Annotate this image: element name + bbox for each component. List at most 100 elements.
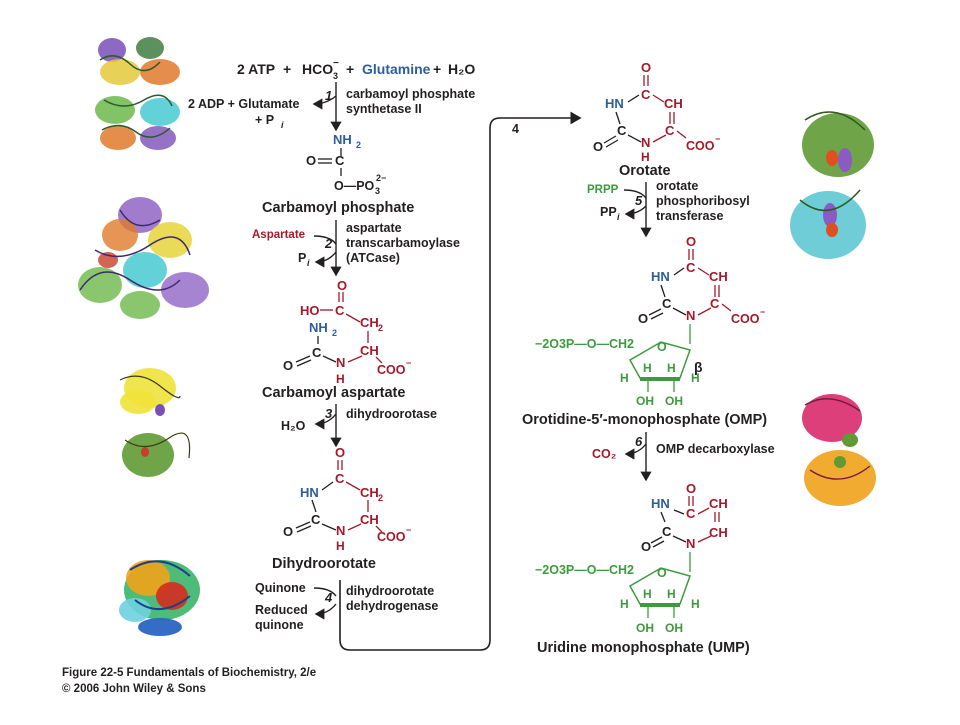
- step5-in-arrow: [623, 189, 647, 199]
- step5-enzyme-line1: orotate: [656, 179, 698, 193]
- dho-o-top: O: [335, 445, 345, 460]
- carbamoyl-phosphate-name: Carbamoyl phosphate: [262, 200, 414, 216]
- step2-in-arrow: [313, 235, 337, 245]
- ump-ch1: CH: [709, 496, 728, 511]
- step1-products-line2: + P: [255, 113, 274, 127]
- carbamoyl-aspartate-name: Carbamoyl aspartate: [262, 385, 405, 401]
- plus-3: +: [433, 61, 441, 77]
- step4-substrate: Quinone: [255, 581, 306, 595]
- ump-hn: HN: [651, 496, 670, 511]
- ump-h3: H: [667, 587, 676, 601]
- cp-o: O: [306, 153, 316, 168]
- step2-enzyme-line3: (ATCase): [346, 251, 400, 265]
- plus-1: +: [283, 61, 291, 77]
- omp-h3: H: [667, 361, 676, 375]
- step5-enzyme-line2: phosphoribosyl: [656, 194, 750, 208]
- step3-enzyme: dihydroorotase: [346, 407, 437, 421]
- glutamine-label: Glutamine: [362, 61, 431, 77]
- omp-coo-charge: −: [760, 307, 765, 317]
- ump-n: N: [686, 536, 695, 551]
- dihydroorotate-structure: O C HN CH 2 C O N H CH COO −: [283, 445, 411, 553]
- plus-2: +: [346, 61, 354, 77]
- oro-coo-charge: −: [715, 134, 720, 144]
- ump-h2: H: [643, 587, 652, 601]
- ca-ch2: CH: [360, 315, 379, 330]
- omp-name: Orotidine-5′-monophosphate (OMP): [522, 412, 767, 428]
- step1-products-line1: 2 ADP + Glutamate: [188, 97, 300, 111]
- ump-oh2: OH: [665, 621, 683, 635]
- step2-enzyme-line1: aspartate: [346, 221, 402, 235]
- step5-substrate: PRPP: [587, 184, 619, 196]
- ump-o-top: O: [686, 481, 696, 496]
- oro-coo: COO: [686, 139, 715, 153]
- dho-c-top: C: [335, 471, 345, 486]
- ca-nh-sub: 2: [332, 328, 337, 338]
- dho-coo-charge: −: [406, 525, 411, 535]
- oro-c-top: C: [641, 87, 651, 102]
- dho-ch2: CH: [360, 485, 379, 500]
- dho-c-left: C: [311, 512, 321, 527]
- omp-h1: H: [620, 371, 629, 385]
- ump-ring-o: O: [657, 566, 667, 580]
- step4-number: 4: [324, 590, 333, 605]
- step1-side-arrow: [312, 95, 337, 110]
- dihydroorotate-dehydrogenase-ribbon: [119, 560, 200, 636]
- ump-h1: H: [620, 597, 629, 611]
- dihydroorotate-name: Dihydroorotate: [272, 556, 376, 572]
- step6-release: CO₂: [592, 447, 616, 461]
- ump-oh1: OH: [636, 621, 654, 635]
- cp-c: C: [335, 153, 345, 168]
- dho-n: N: [336, 523, 345, 538]
- cp-po3-sub: 3: [375, 186, 380, 196]
- ca-c-left: C: [312, 345, 322, 360]
- step5-out-arrow: [624, 205, 647, 220]
- step2-enzyme-line2: transcarbamoylase: [346, 236, 460, 250]
- step1-enzyme-line1: carbamoyl phosphate: [346, 87, 475, 101]
- ca-o-left: O: [283, 358, 293, 373]
- oro-o-left: O: [593, 139, 603, 154]
- step4-product-line1: Reduced: [255, 603, 308, 617]
- step1-products-subscript: i: [281, 120, 284, 130]
- omp-hn: HN: [651, 269, 670, 284]
- hco3-subscript: 3: [333, 71, 338, 81]
- step2-release-sub: i: [307, 258, 310, 268]
- omp-o-top: O: [686, 234, 696, 249]
- figure-caption: Figure 22-5 Fundamentals of Biochemistry…: [62, 667, 316, 679]
- carbamoyl-aspartate-structure: O HO C CH 2 NH 2 C O N H CH COO −: [283, 278, 411, 386]
- omp-n: N: [686, 308, 695, 323]
- step6-number: 6: [635, 434, 643, 449]
- dho-coo: COO: [377, 530, 406, 544]
- step5-number: 5: [635, 193, 643, 208]
- ca-coo-charge: −: [406, 358, 411, 368]
- ca-h: H: [336, 372, 345, 386]
- hco3-charge: −: [333, 58, 339, 69]
- omp-c-left: C: [662, 296, 672, 311]
- step2-number: 2: [324, 236, 333, 251]
- orotate-structure: O C HN CH C O N H C COO −: [593, 60, 720, 164]
- substrates-line: 2 ATP + HCO 3 − + Glutamine + H₂O: [237, 58, 475, 81]
- ump-c-left: C: [662, 524, 672, 539]
- dho-o-left: O: [283, 524, 293, 539]
- omp-coo: COO: [731, 312, 760, 326]
- ump-name: Uridine monophosphate (UMP): [537, 640, 750, 656]
- oro-c-left: C: [617, 123, 627, 138]
- step6-enzyme: OMP decarboxylase: [656, 442, 775, 456]
- omp-c-right: C: [710, 296, 720, 311]
- ca-ch2-sub: 2: [378, 323, 383, 333]
- figure-copyright: © 2006 John Wiley & Sons: [62, 683, 206, 695]
- oro-h: H: [641, 150, 650, 164]
- omp-c-top: C: [686, 260, 696, 275]
- step4-product-line2: quinone: [255, 618, 304, 632]
- cp-po3: O—PO: [334, 179, 375, 193]
- dihydroorotase-ribbon: [119, 368, 191, 477]
- step3-release: H₂O: [281, 419, 306, 433]
- step1-number: 1: [325, 88, 332, 103]
- ump-c-top: C: [686, 506, 696, 521]
- step2-substrate: Aspartate: [252, 229, 305, 241]
- step4-in-arrow: [313, 587, 337, 597]
- step2-release: P: [298, 251, 306, 265]
- dho-hn: HN: [300, 485, 319, 500]
- ump-h4: H: [691, 597, 700, 611]
- ump-structure: O C HN CH C O N CH −2O3P—O—CH2 O H H H H…: [535, 481, 728, 635]
